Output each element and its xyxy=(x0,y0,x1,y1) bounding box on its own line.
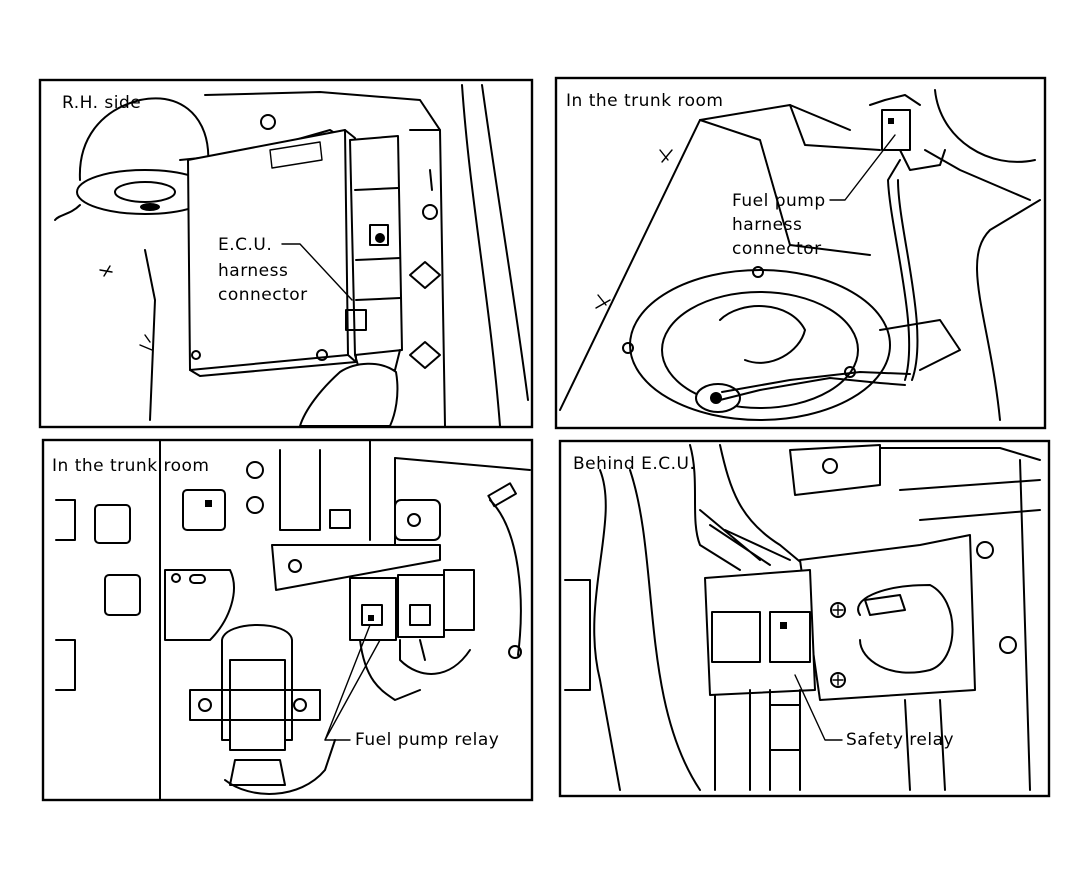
callout-ecu-line3: connector xyxy=(218,285,308,305)
leader-fuel-pump-harness xyxy=(829,134,896,201)
spare-tire-well xyxy=(629,269,891,421)
callout-fuel-pump-harness-line2: harness xyxy=(732,215,802,235)
panel-behind-ecu: Behind E.C.U. Safety relay xyxy=(558,439,1051,798)
callout-fuel-pump-harness-line3: connector xyxy=(732,239,822,259)
caption-trunk-room-1: In the trunk room xyxy=(566,91,723,111)
callout-ecu-line2: harness xyxy=(218,261,288,281)
callout-ecu-line1: E.C.U. xyxy=(218,235,272,255)
hand-drawing xyxy=(299,362,399,427)
caption-rh-side: R.H. side xyxy=(62,93,141,113)
relay-bracket xyxy=(271,544,475,701)
callout-fuel-pump-harness-line1: Fuel pump xyxy=(732,191,826,211)
ecu-harness-connector xyxy=(345,135,403,373)
caption-trunk-room-2: In the trunk room xyxy=(52,456,209,476)
panel-trunk-relay: In the trunk room Fuel pump relay xyxy=(41,438,534,802)
fuel-pump-relay-bracket xyxy=(189,624,336,795)
leader-relay-2 xyxy=(324,639,381,741)
leader-ecu xyxy=(281,243,353,301)
safety-relay-bracket xyxy=(799,534,1017,701)
callout-fuel-pump-relay: Fuel pump relay xyxy=(355,730,499,750)
panel-frame xyxy=(558,439,1051,798)
panel-frame xyxy=(41,438,534,802)
leader-safety-relay xyxy=(794,674,843,741)
callout-safety-relay: Safety relay xyxy=(846,730,954,750)
panel-ecu-rh-side: R.H. side E.C.U. harness connector xyxy=(38,78,534,429)
fuel-pump-harness-connector xyxy=(869,94,946,171)
safety-relay xyxy=(704,569,816,791)
panel-frame xyxy=(554,76,1047,430)
leader-relay-1 xyxy=(324,624,371,741)
panel-frame xyxy=(38,78,534,429)
caption-behind-ecu: Behind E.C.U. xyxy=(573,454,695,474)
panel-trunk-harness: In the trunk room Fuel pump harness conn… xyxy=(554,76,1047,430)
